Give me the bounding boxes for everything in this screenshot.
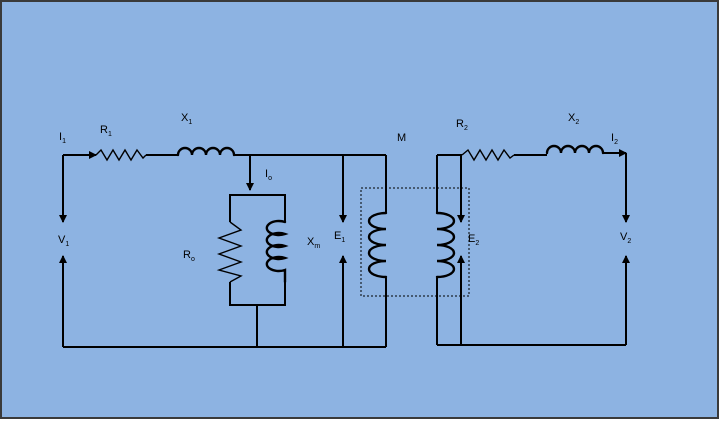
label-x1: X1	[181, 112, 192, 126]
secondary-inductor-x2	[545, 144, 605, 155]
transformer-primary-winding	[367, 211, 388, 279]
label-v2: V2	[620, 231, 631, 245]
label-r1: R1	[100, 124, 112, 138]
label-r2: R2	[456, 118, 468, 132]
label-e1: E1	[334, 230, 345, 244]
ideal-transformer-core-box	[360, 187, 470, 297]
primary-resistor-r1	[95, 148, 147, 162]
label-io: Io	[265, 168, 272, 182]
shunt-branch-top	[229, 194, 286, 222]
label-v1: V1	[58, 234, 69, 248]
magnetising-inductor-xm	[265, 219, 289, 284]
secondary-resistor-r2	[461, 148, 515, 162]
label-i1: I1	[59, 131, 66, 145]
label-m: M	[397, 132, 406, 144]
label-ro: Ro	[183, 249, 195, 263]
label-e2: E2	[468, 233, 479, 247]
label-x2: X2	[568, 112, 579, 126]
label-xm: Xm	[307, 236, 320, 250]
label-i2: I2	[611, 132, 618, 146]
transformer-secondary-winding	[435, 211, 456, 279]
core-loss-resistor-ro	[216, 221, 244, 283]
primary-inductor-x1	[176, 146, 236, 157]
